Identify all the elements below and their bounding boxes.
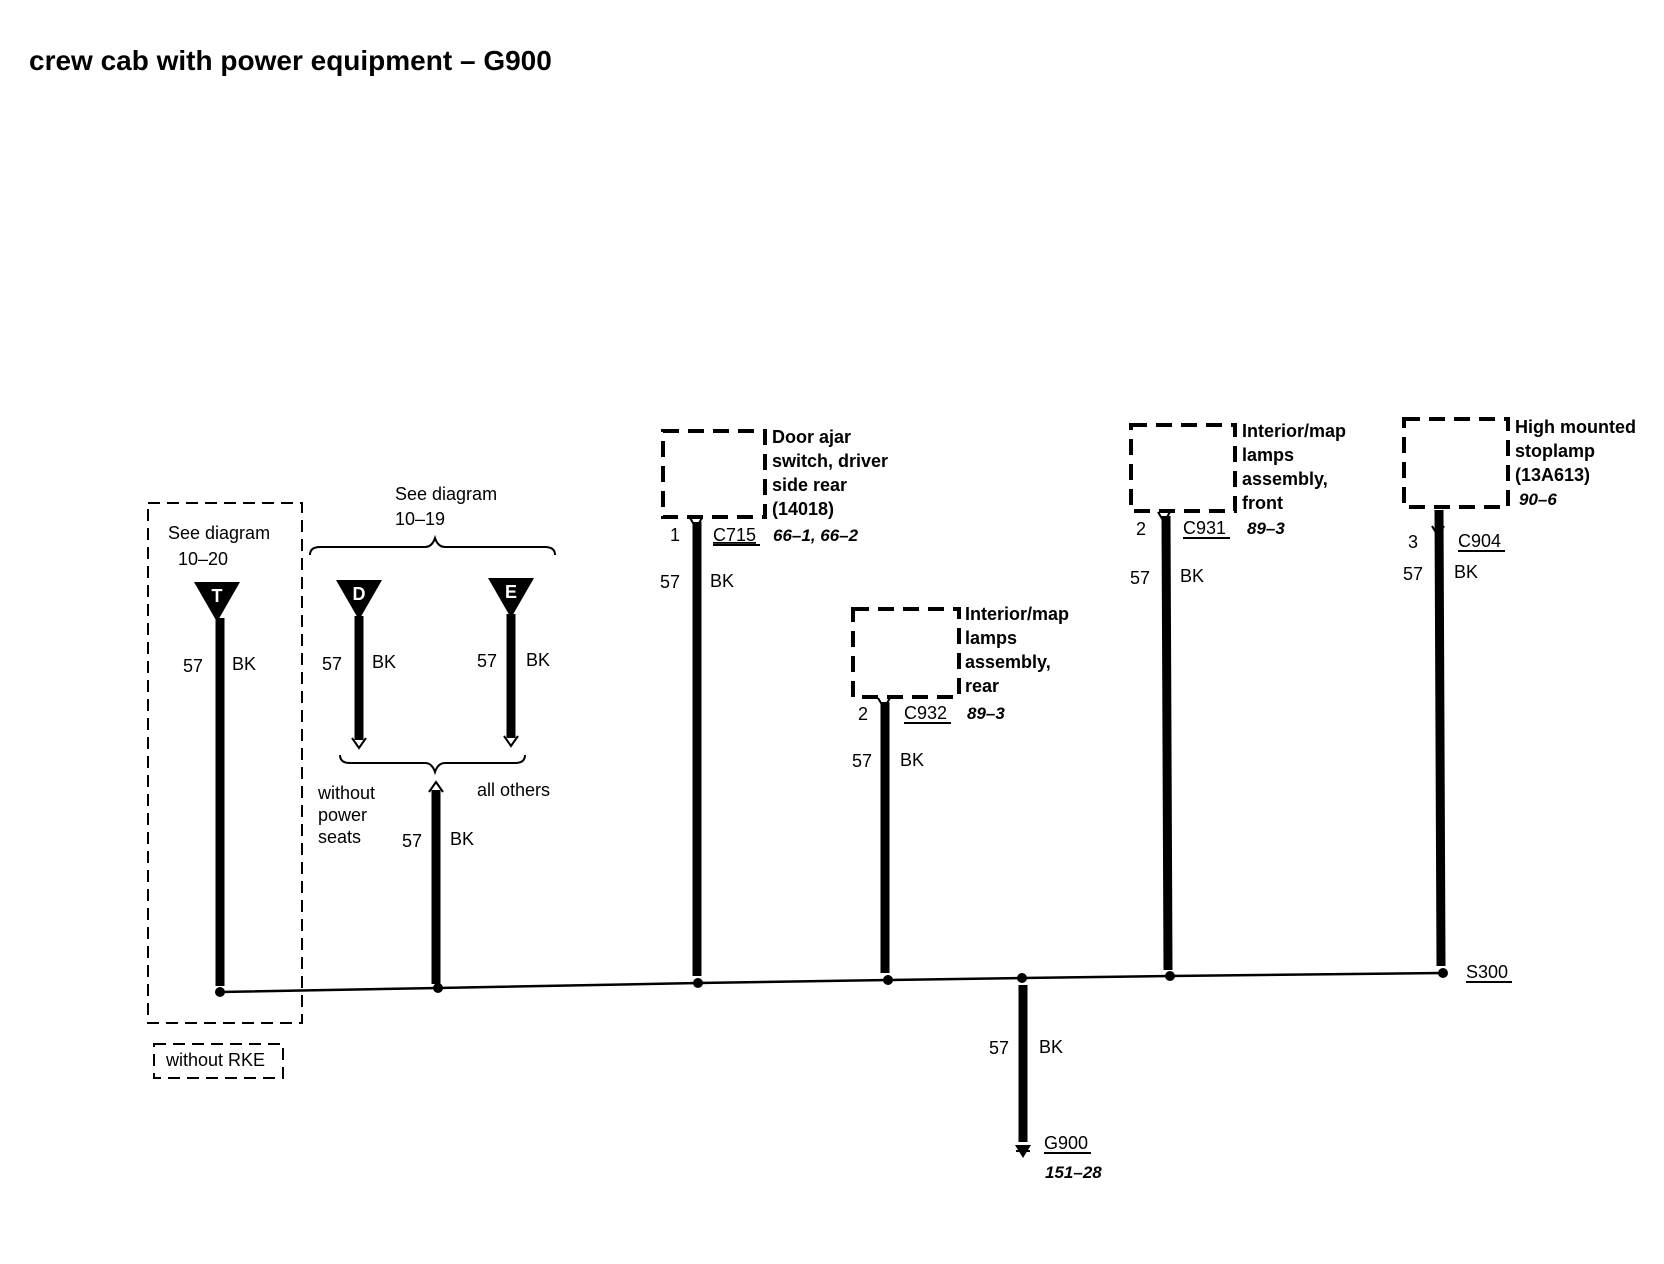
wire-de-start	[428, 780, 444, 793]
see-diagram-10-20-number: 10–20	[178, 549, 228, 569]
c715-connector: C715	[713, 525, 756, 545]
wire-de-color: BK	[450, 829, 474, 849]
interior-front-line4: front	[1242, 493, 1283, 513]
g900-ref: 151–28	[1045, 1163, 1102, 1182]
page-title: crew cab with power equipment – G900	[29, 45, 552, 76]
wire-de-circuit: 57	[402, 831, 422, 851]
without-power-seats-line3: seats	[318, 827, 361, 847]
all-others-label: all others	[477, 780, 550, 800]
stoplamp-line3: (13A613)	[1515, 465, 1590, 485]
bottom-brace	[339, 754, 526, 776]
wire-c932-color: BK	[900, 750, 924, 770]
wire-c904	[1434, 509, 1446, 967]
interior-lamps-rear-box	[851, 607, 961, 699]
without-power-seats-line2: power	[318, 805, 367, 825]
wire-d-circuit: 57	[322, 654, 342, 674]
wire-d-color: BK	[372, 652, 396, 672]
connector-d-triangle	[336, 580, 382, 620]
see-diagram-10-19-label: See diagram	[395, 484, 497, 504]
interior-rear-line4: rear	[965, 676, 999, 696]
door-ajar-line3: side rear	[772, 475, 847, 495]
splice-c932	[883, 975, 893, 985]
stoplamp-line2: stoplamp	[1515, 441, 1595, 461]
wire-c715-color: BK	[710, 571, 734, 591]
g900-connector: G900	[1044, 1133, 1088, 1153]
interior-rear-line3: assembly,	[965, 652, 1051, 672]
c932-pin: 2	[858, 704, 868, 724]
wire-d-end	[351, 737, 367, 750]
wire-g900-color: BK	[1039, 1037, 1063, 1057]
interior-rear-line1: Interior/map	[965, 604, 1069, 624]
c904-connector: C904	[1458, 531, 1501, 551]
wire-c931-circuit: 57	[1130, 568, 1150, 588]
door-ajar-line2: switch, driver	[772, 451, 888, 471]
see-diagram-10-19-number: 10–19	[395, 509, 445, 529]
connector-t-triangle	[194, 582, 240, 622]
connector-e-letter: E	[505, 582, 517, 602]
splice-ground	[1017, 973, 1027, 983]
interior-front-line3: assembly,	[1242, 469, 1328, 489]
interior-lamps-front-box	[1129, 423, 1237, 513]
wire-c931	[1161, 515, 1173, 971]
wire-c931-color: BK	[1180, 566, 1204, 586]
without-rke-label: without RKE	[165, 1050, 265, 1070]
wire-c715-circuit: 57	[660, 572, 680, 592]
without-power-seats-line1: without	[317, 783, 375, 803]
ground-bus-line	[219, 971, 1444, 994]
wire-e-color: BK	[526, 650, 550, 670]
s300-label: S300	[1466, 962, 1508, 982]
splice-c715	[693, 978, 703, 988]
connector-d-letter: D	[353, 584, 366, 604]
door-ajar-switch-box	[661, 429, 767, 519]
wire-g900-circuit: 57	[989, 1038, 1009, 1058]
c715-pin: 1	[670, 525, 680, 545]
c931-connector: C931	[1183, 518, 1226, 538]
top-brace	[309, 534, 556, 556]
interior-front-line1: Interior/map	[1242, 421, 1346, 441]
splice-de	[433, 983, 443, 993]
c932-connector: C932	[904, 703, 947, 723]
see-diagram-10-20-label: See diagram	[168, 523, 270, 543]
wire-c904-circuit: 57	[1403, 564, 1423, 584]
wire-c932-circuit: 57	[852, 751, 872, 771]
wire-e-end	[503, 735, 519, 748]
wire-e-circuit: 57	[477, 651, 497, 671]
without-rke-box	[153, 1043, 284, 1079]
wire-t-color: BK	[232, 654, 256, 674]
door-ajar-line4: (14018)	[772, 499, 834, 519]
c931-pin: 2	[1136, 519, 1146, 539]
splice-c931	[1165, 971, 1175, 981]
connector-e-triangle	[488, 578, 534, 618]
wire-t-circuit: 57	[183, 656, 203, 676]
c715-ref: 66–1, 66–2	[773, 526, 859, 545]
without-rke-region	[147, 502, 303, 1024]
splice-s300	[1438, 968, 1448, 978]
interior-front-line2: lamps	[1242, 445, 1294, 465]
splice-t	[215, 987, 225, 997]
c932-ref: 89–3	[967, 704, 1005, 723]
c904-pin: 3	[1408, 532, 1418, 552]
stoplamp-box	[1402, 417, 1510, 509]
c931-ref: 89–3	[1247, 519, 1285, 538]
interior-rear-line2: lamps	[965, 628, 1017, 648]
wire-c904-color: BK	[1454, 562, 1478, 582]
connector-t-letter: T	[212, 586, 223, 606]
door-ajar-line1: Door ajar	[772, 427, 851, 447]
stoplamp-line4: 90–6	[1519, 490, 1557, 509]
stoplamp-line1: High mounted	[1515, 417, 1636, 437]
